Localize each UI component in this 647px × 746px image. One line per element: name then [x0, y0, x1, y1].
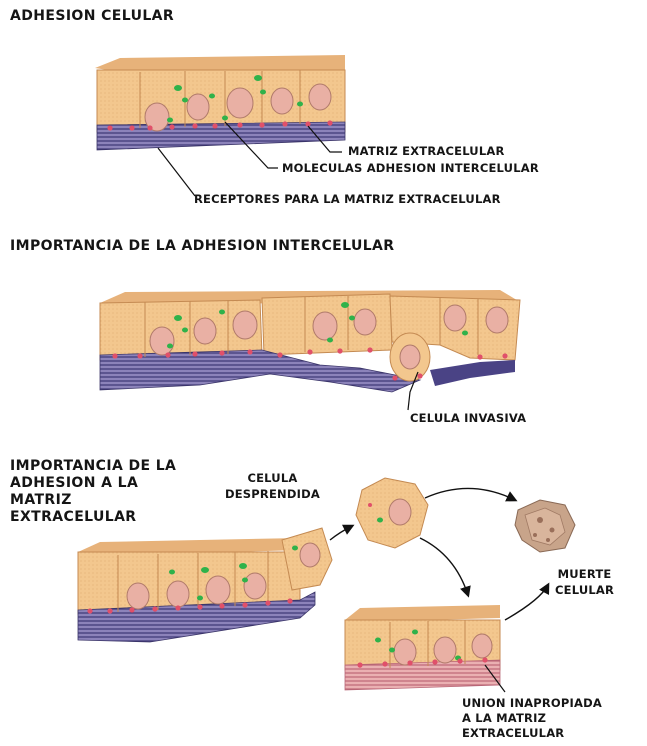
label-invasive-cell: CELULA INVASIVA	[410, 411, 526, 425]
dead-cell	[515, 500, 575, 552]
tissue-block-matrix	[78, 528, 332, 642]
label-detached-cell: CELULA DESPRENDIDA	[225, 470, 320, 502]
label-matrix: MATRIZ EXTRACELULAR	[348, 144, 505, 158]
label-improper-union: UNION INAPROPIADA A LA MATRIZ EXTRACELUL…	[462, 696, 602, 741]
section-title-adhesion: ADHESION CELULAR	[10, 8, 174, 25]
label-receptors: RECEPTORES PARA LA MATRIZ EXTRACELULAR	[194, 192, 501, 206]
section-title-intercellular: IMPORTANCIA DE LA ADHESION INTERCELULAR	[10, 238, 394, 255]
tissue-block-improper	[345, 605, 500, 690]
tissue-block-adhesion	[95, 55, 345, 150]
label-cell-death: MUERTE CELULAR	[555, 566, 614, 598]
detached-cell	[356, 478, 428, 548]
label-adhesion-molecules: MOLECULAS ADHESION INTERCELULAR	[282, 161, 539, 175]
section-title-matrix: IMPORTANCIA DE LA ADHESION A LA MATRIZ E…	[10, 458, 176, 526]
tissue-block-invasive	[100, 290, 520, 392]
